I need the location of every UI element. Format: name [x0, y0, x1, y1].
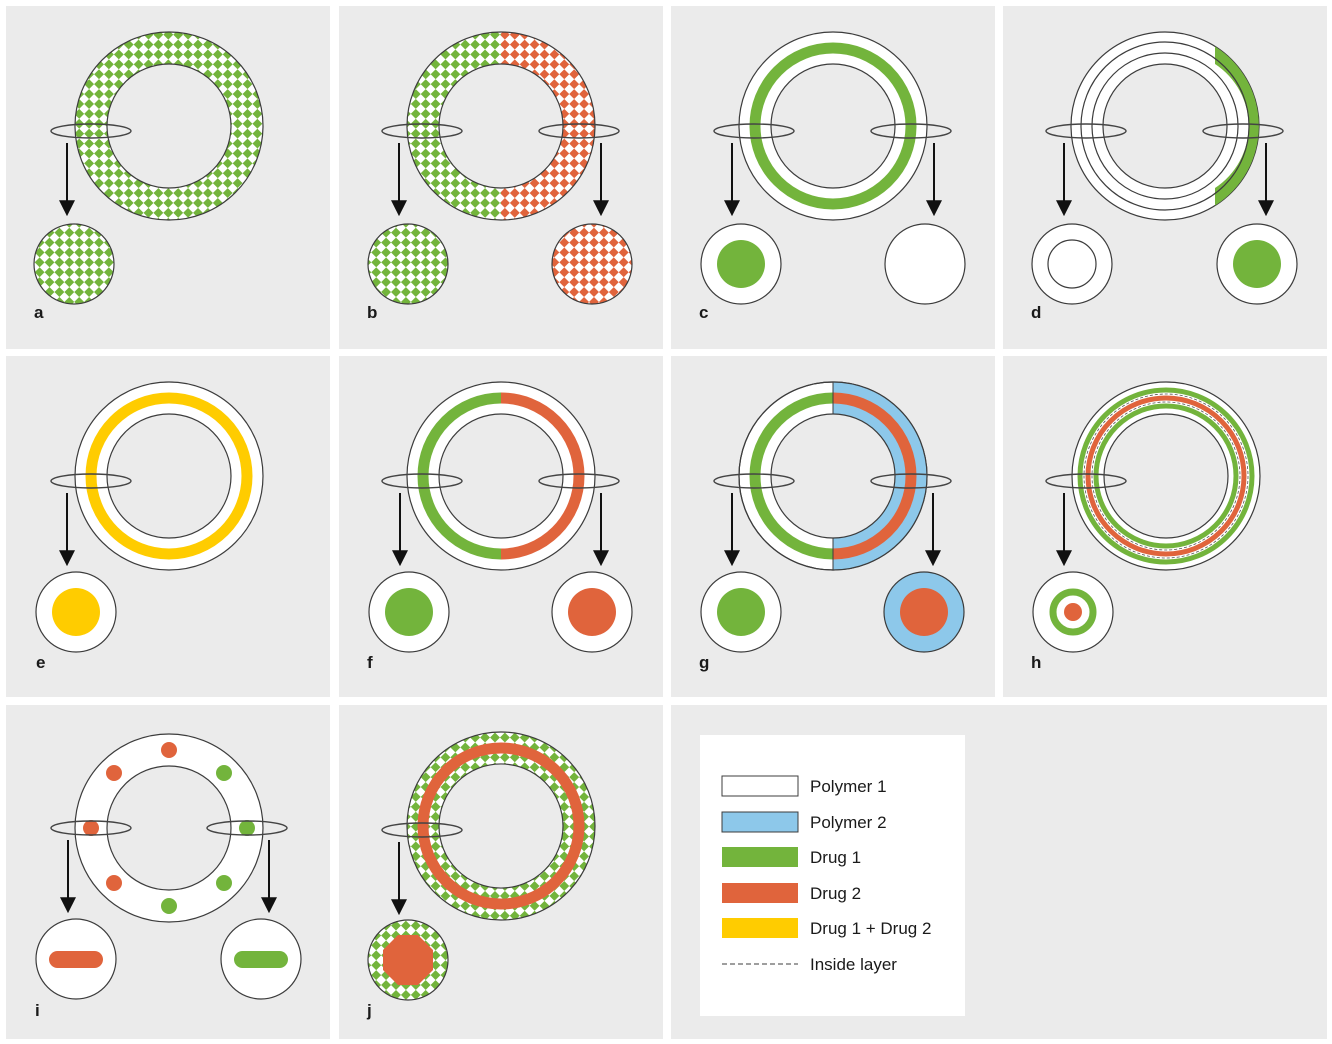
drug1-rod: [234, 951, 288, 968]
panel-label-e: e: [36, 653, 45, 672]
legend-swatch: [722, 776, 798, 796]
legend-swatch: [722, 918, 798, 938]
legend-item-drug1: Drug 1: [722, 847, 861, 867]
inner-layer: [1048, 240, 1096, 288]
legend-label: Polymer 1: [810, 777, 887, 796]
drug2-core: [383, 935, 433, 985]
panel-label-h: h: [1031, 653, 1041, 672]
cross-section-polymer-only: [885, 224, 965, 304]
panel-label-a: a: [34, 303, 44, 322]
drug-combo-core: [52, 588, 100, 636]
ring-inner: [771, 414, 895, 538]
ring-inner: [771, 64, 895, 188]
drug2-core: [568, 588, 616, 636]
drug2-rod: [49, 951, 103, 968]
drug1-dot: [216, 765, 232, 781]
panel-label-c: c: [699, 303, 708, 322]
panel-label-d: d: [1031, 303, 1041, 322]
legend-swatch: [722, 812, 798, 832]
drug2-core: [900, 588, 948, 636]
drug1-core: [717, 240, 765, 288]
legend: Polymer 1 Polymer 2 Drug 1 Drug 2 Drug 1…: [700, 735, 965, 1016]
panel-label-i: i: [35, 1001, 40, 1020]
legend-swatch: [722, 847, 798, 867]
legend-label: Drug 1: [810, 848, 861, 867]
drug1-core: [717, 588, 765, 636]
legend-item-drug-combo: Drug 1 + Drug 2: [722, 918, 931, 938]
cross-section-drug2: [552, 224, 632, 304]
panel-label-g: g: [699, 653, 709, 672]
drug2-dot: [161, 742, 177, 758]
drug2-dot: [106, 875, 122, 891]
legend-label: Drug 1 + Drug 2: [810, 919, 931, 938]
cross-section-drug1: [368, 224, 448, 304]
ring-inner: [1104, 414, 1228, 538]
drug1-core: [1233, 240, 1281, 288]
drug1-dot: [239, 820, 255, 836]
legend-item-drug2: Drug 2: [722, 883, 861, 903]
legend-label: Inside layer: [810, 955, 897, 974]
drug1-dot: [161, 898, 177, 914]
legend-label: Drug 2: [810, 884, 861, 903]
ring-inner: [439, 414, 563, 538]
legend-label: Polymer 2: [810, 813, 887, 832]
ring-inner: [1103, 64, 1227, 188]
drug2-dot: [83, 820, 99, 836]
ring-inner: [107, 414, 231, 538]
drug1-dot: [216, 875, 232, 891]
panel-label-f: f: [367, 653, 373, 672]
cross-section: [34, 224, 114, 304]
panel-label-b: b: [367, 303, 377, 322]
panel-label-j: j: [366, 1001, 372, 1020]
legend-swatch: [722, 883, 798, 903]
drug2-dot: [106, 765, 122, 781]
drug2-core: [1064, 603, 1082, 621]
drug1-core: [385, 588, 433, 636]
